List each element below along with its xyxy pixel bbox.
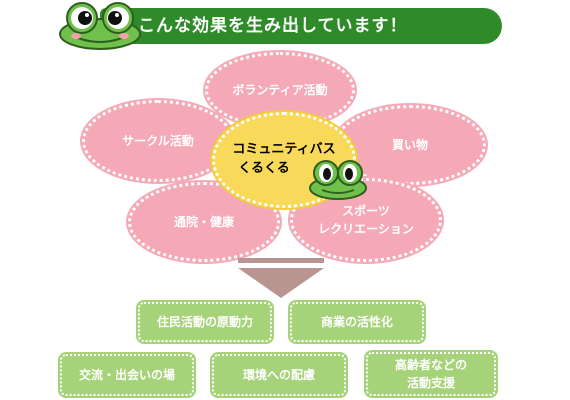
petal-recreation-label: レクリエーション [318,222,414,236]
effect-resident-activity: 住民活動の原動力 [138,302,272,342]
frog-peek-icon [309,160,367,200]
center-label-line1: コミュニティバス [232,142,336,158]
petal-sports-label: スポーツ [342,204,390,218]
petal-volunteer-label: ボランティア活動 [232,83,328,97]
header-banner [100,8,502,44]
petal-shopping-label: 買い物 [391,138,428,152]
effect-commerce: 商業の活性化 [290,302,424,342]
frog-mascot-icon [59,2,141,50]
effect-elderly-label-line1: 高齢者などの [394,358,467,372]
center-label-line2: くるくる [238,161,290,176]
down-arrow-icon [238,268,324,298]
effect-commerce-label: 商業の活性化 [320,315,393,329]
arrow-bar [238,258,324,263]
page-title: こんな効果を生み出しています！ [138,16,408,36]
effect-elderly-support: 高齢者などの 活動支援 [366,352,496,396]
effect-exchange: 交流・出会いの場 [60,354,194,396]
petal-shopping: 買い物 [334,105,486,185]
petal-circle-activity: サークル活動 [82,100,234,182]
effect-exchange-label: 交流・出会いの場 [78,368,175,382]
petal-volunteer: ボランティア活動 [205,52,355,128]
petal-circle-activity-label: サークル活動 [122,134,194,148]
petal-hospital-health-label: 通院・健康 [173,215,234,229]
effect-resident-activity-label: 住民活動の原動力 [156,315,253,329]
effect-elderly-label-line2: 活動支援 [406,376,455,390]
effect-environment: 環境への配慮 [212,354,346,396]
effect-environment-label: 環境への配慮 [242,368,315,382]
